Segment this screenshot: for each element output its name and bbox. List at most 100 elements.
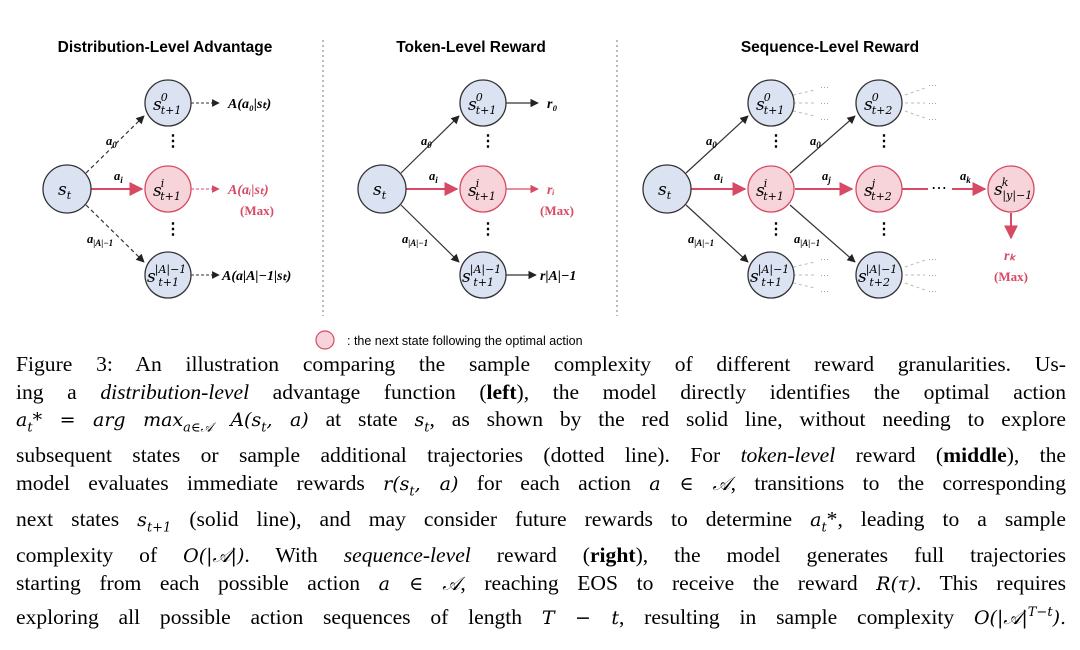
label-a0-second: a0 — [810, 134, 821, 150]
faded-dots-11: ··· — [928, 270, 937, 280]
faded-dots-6: ··· — [928, 114, 937, 124]
caption-bold: right — [589, 542, 636, 567]
caption-text: advantage function ( — [249, 379, 487, 404]
legend-text: : the next state following the optimal a… — [347, 334, 583, 348]
faded-dots-10: ··· — [928, 254, 937, 264]
label-alast-right: a|A|−1 — [688, 232, 714, 248]
vdots-right-2: ⋮ — [768, 221, 784, 238]
edge-a0-middle — [400, 115, 460, 174]
right-node-0-t2 — [855, 79, 903, 127]
reward-k: rₖ — [1004, 249, 1016, 264]
caption-text: , transitions to the corresponding — [730, 470, 1067, 495]
caption-line-7: complexity of O(|𝒜|). With sequence-leve… — [16, 542, 1066, 571]
next-state-node-i-middle — [459, 165, 507, 213]
caption-math: t — [424, 420, 430, 436]
right-node-final — [987, 165, 1035, 213]
caption-text: , reaching EOS to receive the reward — [460, 571, 877, 596]
edge-a0-second — [789, 115, 856, 174]
caption-bold: middle — [943, 443, 1007, 468]
vdots-right-4: ⋮ — [876, 221, 892, 238]
edge-alast-right — [685, 204, 749, 263]
caption-math: r(s — [383, 472, 410, 495]
caption-math: a — [16, 409, 28, 432]
caption-text: subsequent states or sample additional t… — [16, 443, 741, 468]
caption-math: s — [414, 409, 425, 432]
caption-text: at state — [308, 407, 415, 432]
caption-text: ), the model directly identifies the opt… — [516, 379, 1066, 404]
faded-dots-9: ··· — [820, 286, 829, 296]
label-a0-right: a0 — [706, 134, 717, 150]
caption-text: (solid line), and may consider future re… — [171, 506, 811, 531]
edge-alast-second — [789, 204, 856, 263]
caption-text: reward ( — [470, 542, 590, 567]
faded-dots-3: ··· — [820, 114, 829, 124]
caption-text: , resulting in sample complexity — [618, 604, 974, 629]
caption-text: ), the model generates full trajectories — [635, 542, 1067, 567]
caption-math: A(s — [212, 409, 262, 432]
faded-branches — [792, 87, 926, 291]
root-state-label-middle: st — [373, 180, 387, 202]
caption-math: T−t — [1027, 604, 1053, 620]
caption-math: * = arg max — [32, 409, 184, 432]
faded-dots-8: ··· — [820, 270, 829, 280]
caption-line-5: model evaluates immediate rewards r(st , … — [16, 470, 1066, 506]
advantage-i: A(aᵢ|sₜ) — [227, 183, 269, 198]
reward-0: r₀ — [547, 97, 557, 112]
caption-line-8: starting from each possible action a ∈ 𝒜… — [16, 570, 1066, 599]
caption-math: , a) — [266, 409, 309, 432]
vdots-middle-top: ⋮ — [480, 133, 496, 150]
figure-caption: Figure 3: An illustration comparing the … — [16, 351, 1066, 632]
vdots-right-1: ⋮ — [768, 133, 784, 150]
faded-dots-4: ··· — [928, 80, 937, 90]
caption-emph: token-level — [740, 443, 836, 468]
caption-bold: left — [486, 379, 517, 404]
caption-line-6: next states st+1 (solid line), and may c… — [16, 506, 1066, 542]
caption-text: starting from each possible action — [16, 571, 379, 596]
caption-math: a — [810, 508, 822, 531]
advantage-0: A(a₀|sₜ) — [227, 97, 271, 112]
root-state-label: st — [58, 180, 72, 202]
caption-text: reward ( — [835, 443, 944, 468]
right-node-last-t2 — [855, 251, 903, 299]
next-state-node-last — [144, 251, 192, 299]
root-state-node-middle — [357, 164, 407, 214]
right-panel-title: Sequence-Level Reward — [741, 39, 919, 56]
label-ak: ak — [960, 169, 971, 185]
middle-panel-title: Token-Level Reward — [396, 39, 546, 56]
label-alast-second: a|A|−1 — [794, 232, 820, 248]
caption-text: . With — [244, 542, 344, 567]
right-node-last-t1 — [747, 251, 795, 299]
caption-emph: distribution-level — [100, 379, 250, 404]
caption-line-9: exploring all possible action sequences … — [16, 599, 1066, 633]
caption-math: t — [27, 420, 33, 436]
label-a0-middle: a0 — [421, 134, 432, 150]
faded-dots-7: ··· — [820, 254, 829, 264]
caption-math: O(|𝒜|) — [183, 544, 245, 567]
legend: : the next state following the optimal a… — [315, 330, 583, 350]
caption-text: , as shown by the red solid line, withou… — [429, 407, 1066, 432]
legend-swatch — [315, 330, 335, 350]
label-ai-left: ai — [114, 169, 123, 185]
caption-math: t — [409, 484, 415, 499]
left-panel-title: Distribution-Level Advantage — [58, 39, 273, 56]
caption-emph: sequence-level — [343, 542, 471, 567]
caption-text: model evaluates immediate rewards — [16, 470, 384, 495]
caption-text: next states — [16, 506, 138, 531]
next-state-node-last-middle — [459, 251, 507, 299]
hdots-right: ⋯ — [931, 180, 947, 197]
faded-dots-5: ··· — [928, 98, 937, 108]
right-node-0-t1 — [747, 79, 795, 127]
caption-text: ing a — [16, 379, 101, 404]
max-label-right: (Max) — [994, 269, 1028, 284]
